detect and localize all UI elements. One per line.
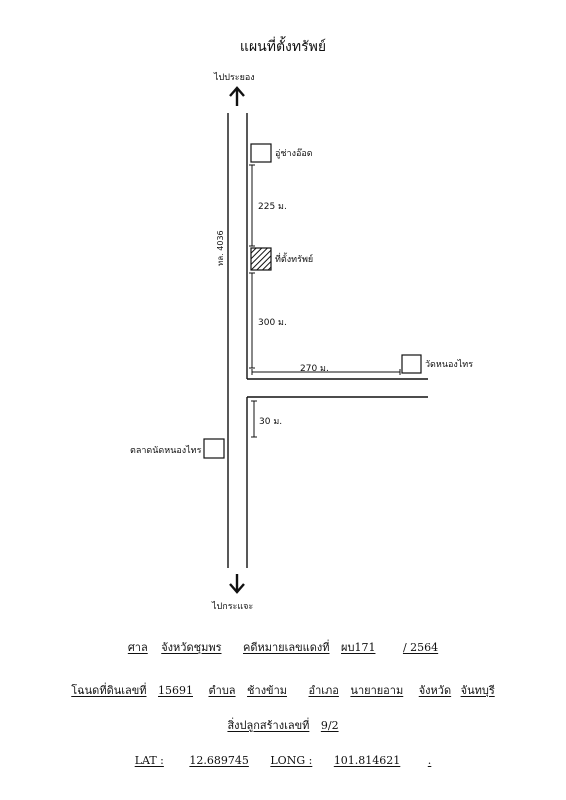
tambon-label: ตำบล — [208, 684, 236, 697]
property-marker — [250, 247, 272, 271]
tambon-value: ช้างข้าม — [247, 684, 288, 697]
case-year: / 2564 — [402, 641, 439, 654]
market-marker — [203, 438, 225, 459]
amphoe-label: อำเภอ — [308, 684, 339, 697]
footer-line-deed: โฉนดที่ดินเลขที่ 15691 ตำบล ช้างข้าม อำเ… — [0, 681, 566, 699]
province-value: จันทบุรี — [460, 684, 495, 697]
temple-label: วัดหนองไทร — [425, 360, 474, 370]
property-label: ที่ตั้งทรัพย์ — [275, 255, 314, 265]
building-label: สิ่งปลูกสร้างเลขที่ — [227, 719, 310, 732]
market-label: ตลาดนัดหนองไทร — [130, 446, 202, 456]
lat-value: 12.689745 — [189, 754, 249, 767]
long-label: LONG : — [270, 754, 313, 767]
distance-junction-market: 30 ม. — [259, 417, 283, 427]
dimension-garage-property — [249, 164, 255, 247]
lat-label: LAT : — [134, 754, 164, 767]
coordinates-end: . — [427, 754, 432, 767]
south-direction-label: ไปกระแจะ — [212, 602, 254, 612]
court-label: ศาล — [127, 641, 148, 654]
distance-garage-property: 225 ม. — [258, 202, 287, 212]
case-label: คดีหมายเลขแดงที่ — [243, 641, 330, 654]
distance-property-junction: 300 ม. — [258, 318, 287, 328]
footer-line-court: ศาล จังหวัดชุมพร คดีหมายเลขแดงที่ ผบ171 … — [0, 638, 566, 656]
south-arrow-icon — [229, 574, 245, 594]
building-number: 9/2 — [320, 719, 339, 732]
footer-line-coordinates: LAT : 12.689745 LONG : 101.814621 . — [0, 754, 566, 767]
garage-marker — [250, 143, 272, 163]
long-value: 101.814621 — [333, 754, 401, 767]
dimension-junction-temple — [251, 369, 401, 375]
north-arrow-icon — [229, 86, 245, 106]
deed-number: 15691 — [158, 684, 193, 697]
temple-marker — [401, 354, 422, 374]
dimension-junction-market — [251, 400, 257, 438]
province-label: จังหวัด — [418, 684, 452, 697]
court-value: จังหวัดชุมพร — [161, 641, 222, 654]
footer-line-building: สิ่งปลูกสร้างเลขที่ 9/2 — [0, 716, 566, 734]
distance-junction-temple: 270 ม. — [300, 364, 329, 374]
road-label: ทล. 4036 — [216, 230, 225, 266]
amphoe-value: นายายอาม — [350, 684, 404, 697]
north-direction-label: ไปประยอง — [214, 73, 255, 83]
garage-label: อู่ช่างอ๊อด — [275, 149, 313, 159]
map-title: แผนที่ตั้งทรัพย์ — [239, 39, 327, 55]
case-number: ผบ171 — [341, 641, 376, 654]
deed-label: โฉนดที่ดินเลขที่ — [71, 684, 147, 697]
dimension-property-junction — [249, 272, 255, 369]
